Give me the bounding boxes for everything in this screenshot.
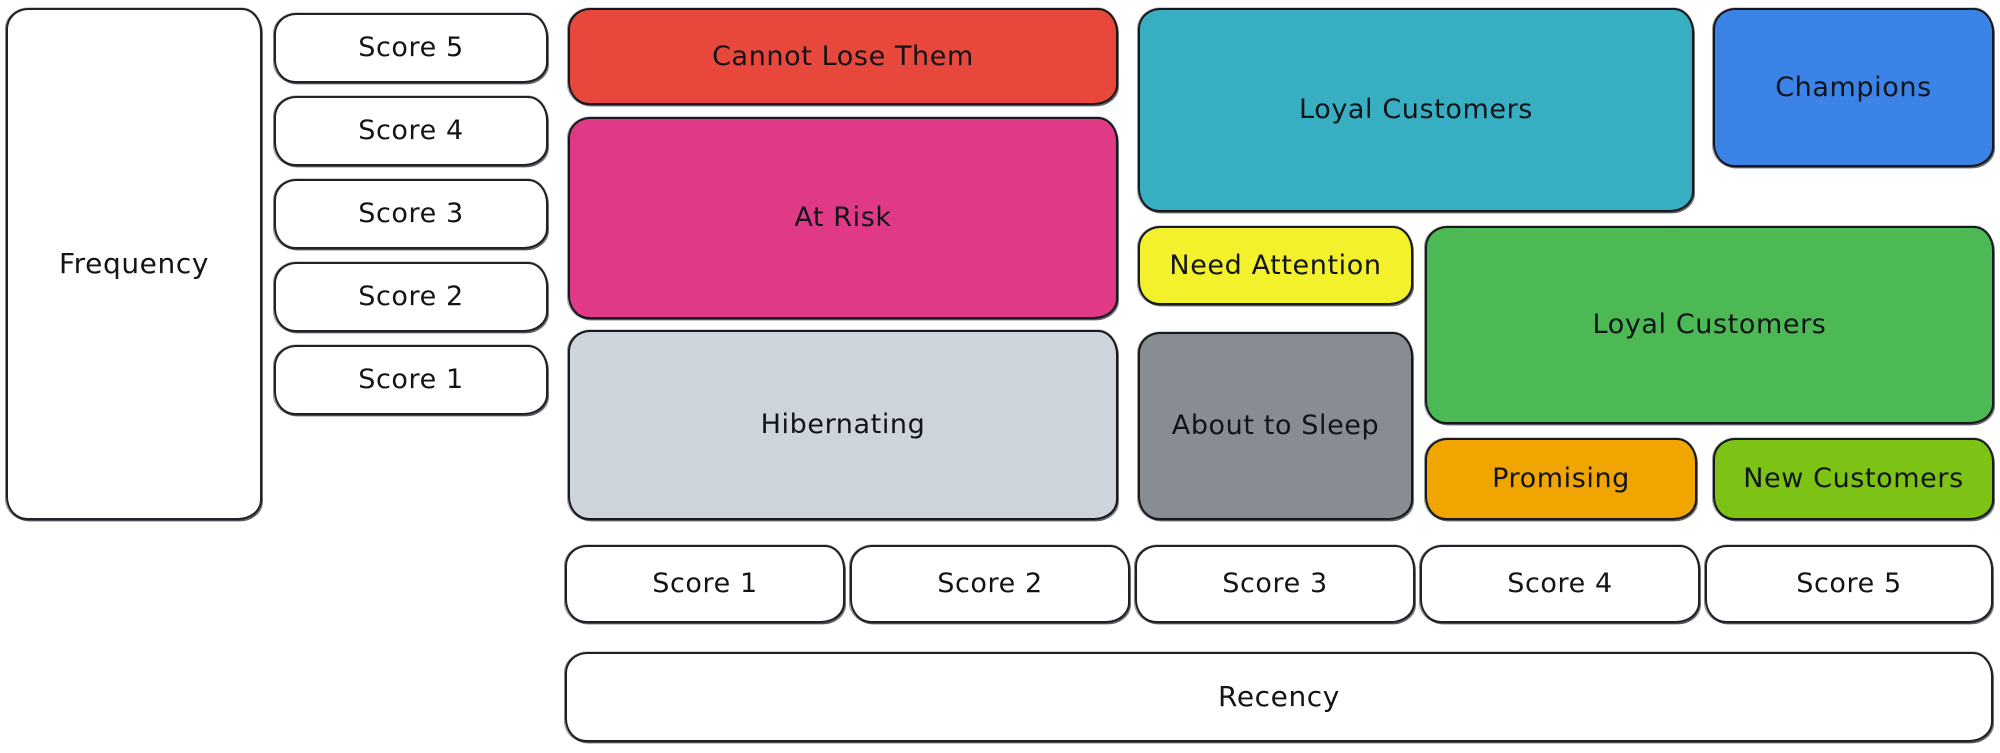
segment-loyal-customers-green-label: Loyal Customers <box>1592 309 1827 341</box>
frequency-score-1: Score 1 <box>273 345 548 416</box>
recency-score-2: Score 2 <box>849 545 1130 624</box>
recency-score-3-label: Score 3 <box>1222 568 1328 600</box>
segment-champions[interactable]: Champions <box>1712 8 1994 168</box>
recency-score-1: Score 1 <box>564 545 845 624</box>
frequency-score-2-label: Score 2 <box>358 281 464 313</box>
segment-promising[interactable]: Promising <box>1424 438 1697 521</box>
segment-loyal-customers-green[interactable]: Loyal Customers <box>1424 226 1994 425</box>
frequency-score-3: Score 3 <box>273 179 548 250</box>
recency-axis-label-box: Recency <box>564 652 1993 743</box>
frequency-score-2: Score 2 <box>273 262 548 333</box>
segment-new-customers-label: New Customers <box>1743 463 1964 495</box>
recency-score-4-label: Score 4 <box>1507 568 1613 600</box>
frequency-score-5-label: Score 5 <box>358 32 464 64</box>
recency-score-5-label: Score 5 <box>1796 568 1902 600</box>
recency-score-3: Score 3 <box>1134 545 1415 624</box>
segment-about-to-sleep[interactable]: About to Sleep <box>1137 332 1413 521</box>
segment-about-to-sleep-label: About to Sleep <box>1171 410 1380 442</box>
segment-promising-label: Promising <box>1492 463 1630 495</box>
segment-at-risk[interactable]: At Risk <box>567 117 1118 320</box>
frequency-axis-label: Frequency <box>58 246 210 280</box>
recency-axis-label: Recency <box>1218 679 1340 713</box>
segment-loyal-customers-teal-label: Loyal Customers <box>1299 94 1533 126</box>
frequency-score-4: Score 4 <box>273 96 548 167</box>
recency-score-2-label: Score 2 <box>937 568 1043 600</box>
frequency-score-3-label: Score 3 <box>358 198 464 230</box>
segment-hibernating-label: Hibernating <box>760 409 926 441</box>
frequency-score-1-label: Score 1 <box>358 364 464 396</box>
segment-need-attention[interactable]: Need Attention <box>1137 226 1413 306</box>
frequency-axis-label-box: Frequency <box>5 8 262 521</box>
recency-score-4: Score 4 <box>1419 545 1700 624</box>
recency-score-1-label: Score 1 <box>652 568 758 600</box>
segment-loyal-customers-teal[interactable]: Loyal Customers <box>1137 8 1694 213</box>
frequency-score-5: Score 5 <box>273 13 548 84</box>
segment-cannot-lose-them[interactable]: Cannot Lose Them <box>567 8 1118 106</box>
segment-cannot-lose-them-label: Cannot Lose Them <box>712 40 974 72</box>
segment-champions-label: Champions <box>1775 71 1932 103</box>
segment-need-attention-label: Need Attention <box>1169 249 1382 281</box>
recency-score-5: Score 5 <box>1704 545 1993 624</box>
segment-hibernating[interactable]: Hibernating <box>567 330 1118 521</box>
segment-at-risk-label: At Risk <box>794 202 892 234</box>
frequency-score-4-label: Score 4 <box>358 115 464 147</box>
segment-new-customers[interactable]: New Customers <box>1712 438 1994 521</box>
